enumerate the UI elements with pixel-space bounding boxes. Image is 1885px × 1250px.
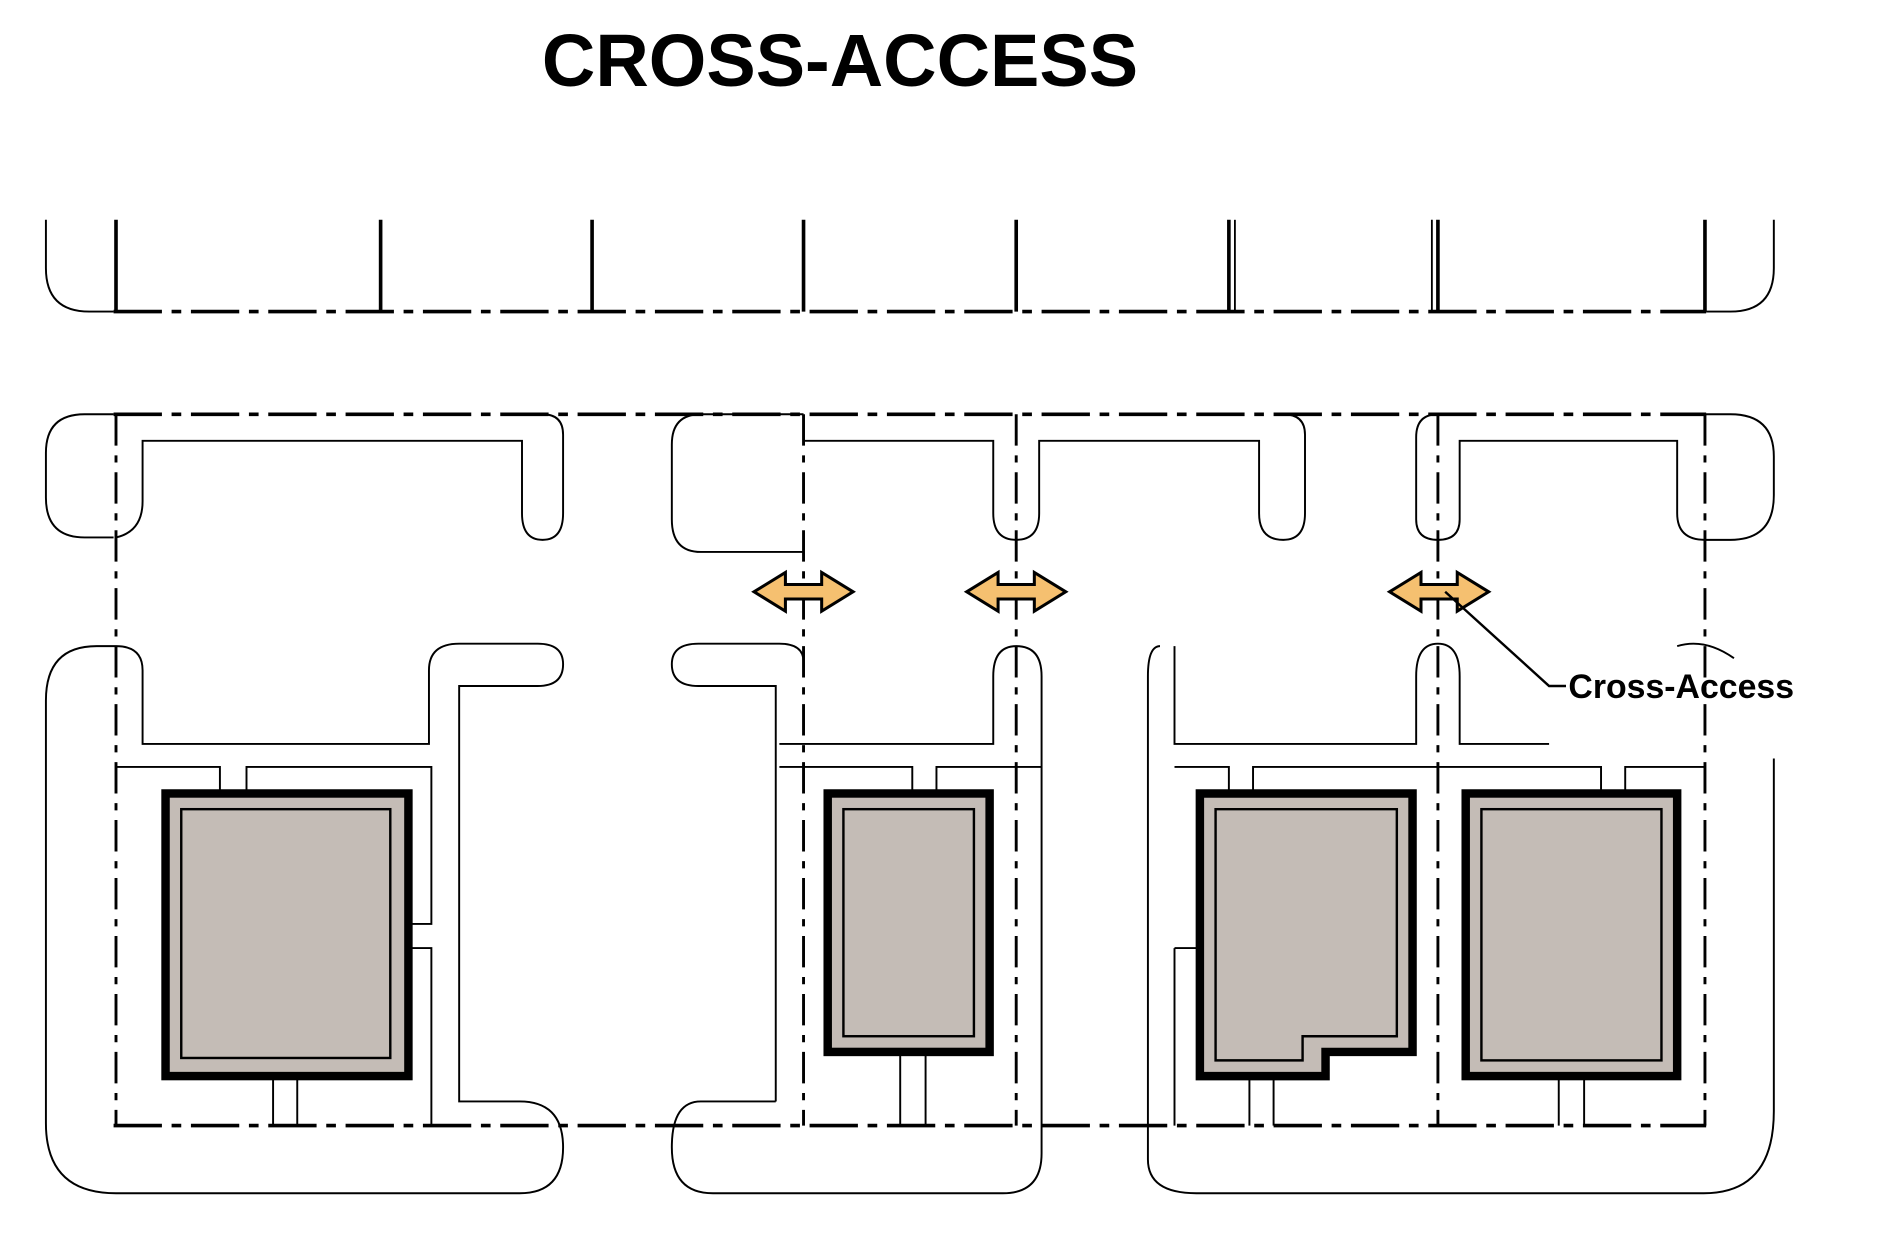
callout-label: Cross-Access (1568, 668, 1794, 706)
callout-leader-line (1444, 590, 1566, 688)
lot-dividers (114, 414, 1707, 1126)
top-block (44, 219, 1775, 314)
cross-access-arrow-2 (963, 569, 1069, 614)
top-lot-lines (114, 219, 1707, 312)
building-2 (823, 789, 994, 1126)
building-3 (1195, 789, 1417, 1126)
diagram-title: CROSS-ACCESS (541, 19, 1139, 102)
cross-access-arrow-1 (751, 569, 856, 614)
top-curb (44, 219, 114, 313)
upper-curbs (44, 413, 1775, 553)
building-1 (161, 789, 413, 1126)
cross-access-arrow-3 (1386, 569, 1492, 614)
top-curb-right (1706, 219, 1775, 313)
building-4 (1461, 789, 1682, 1126)
lower-curbs (44, 642, 1775, 1195)
